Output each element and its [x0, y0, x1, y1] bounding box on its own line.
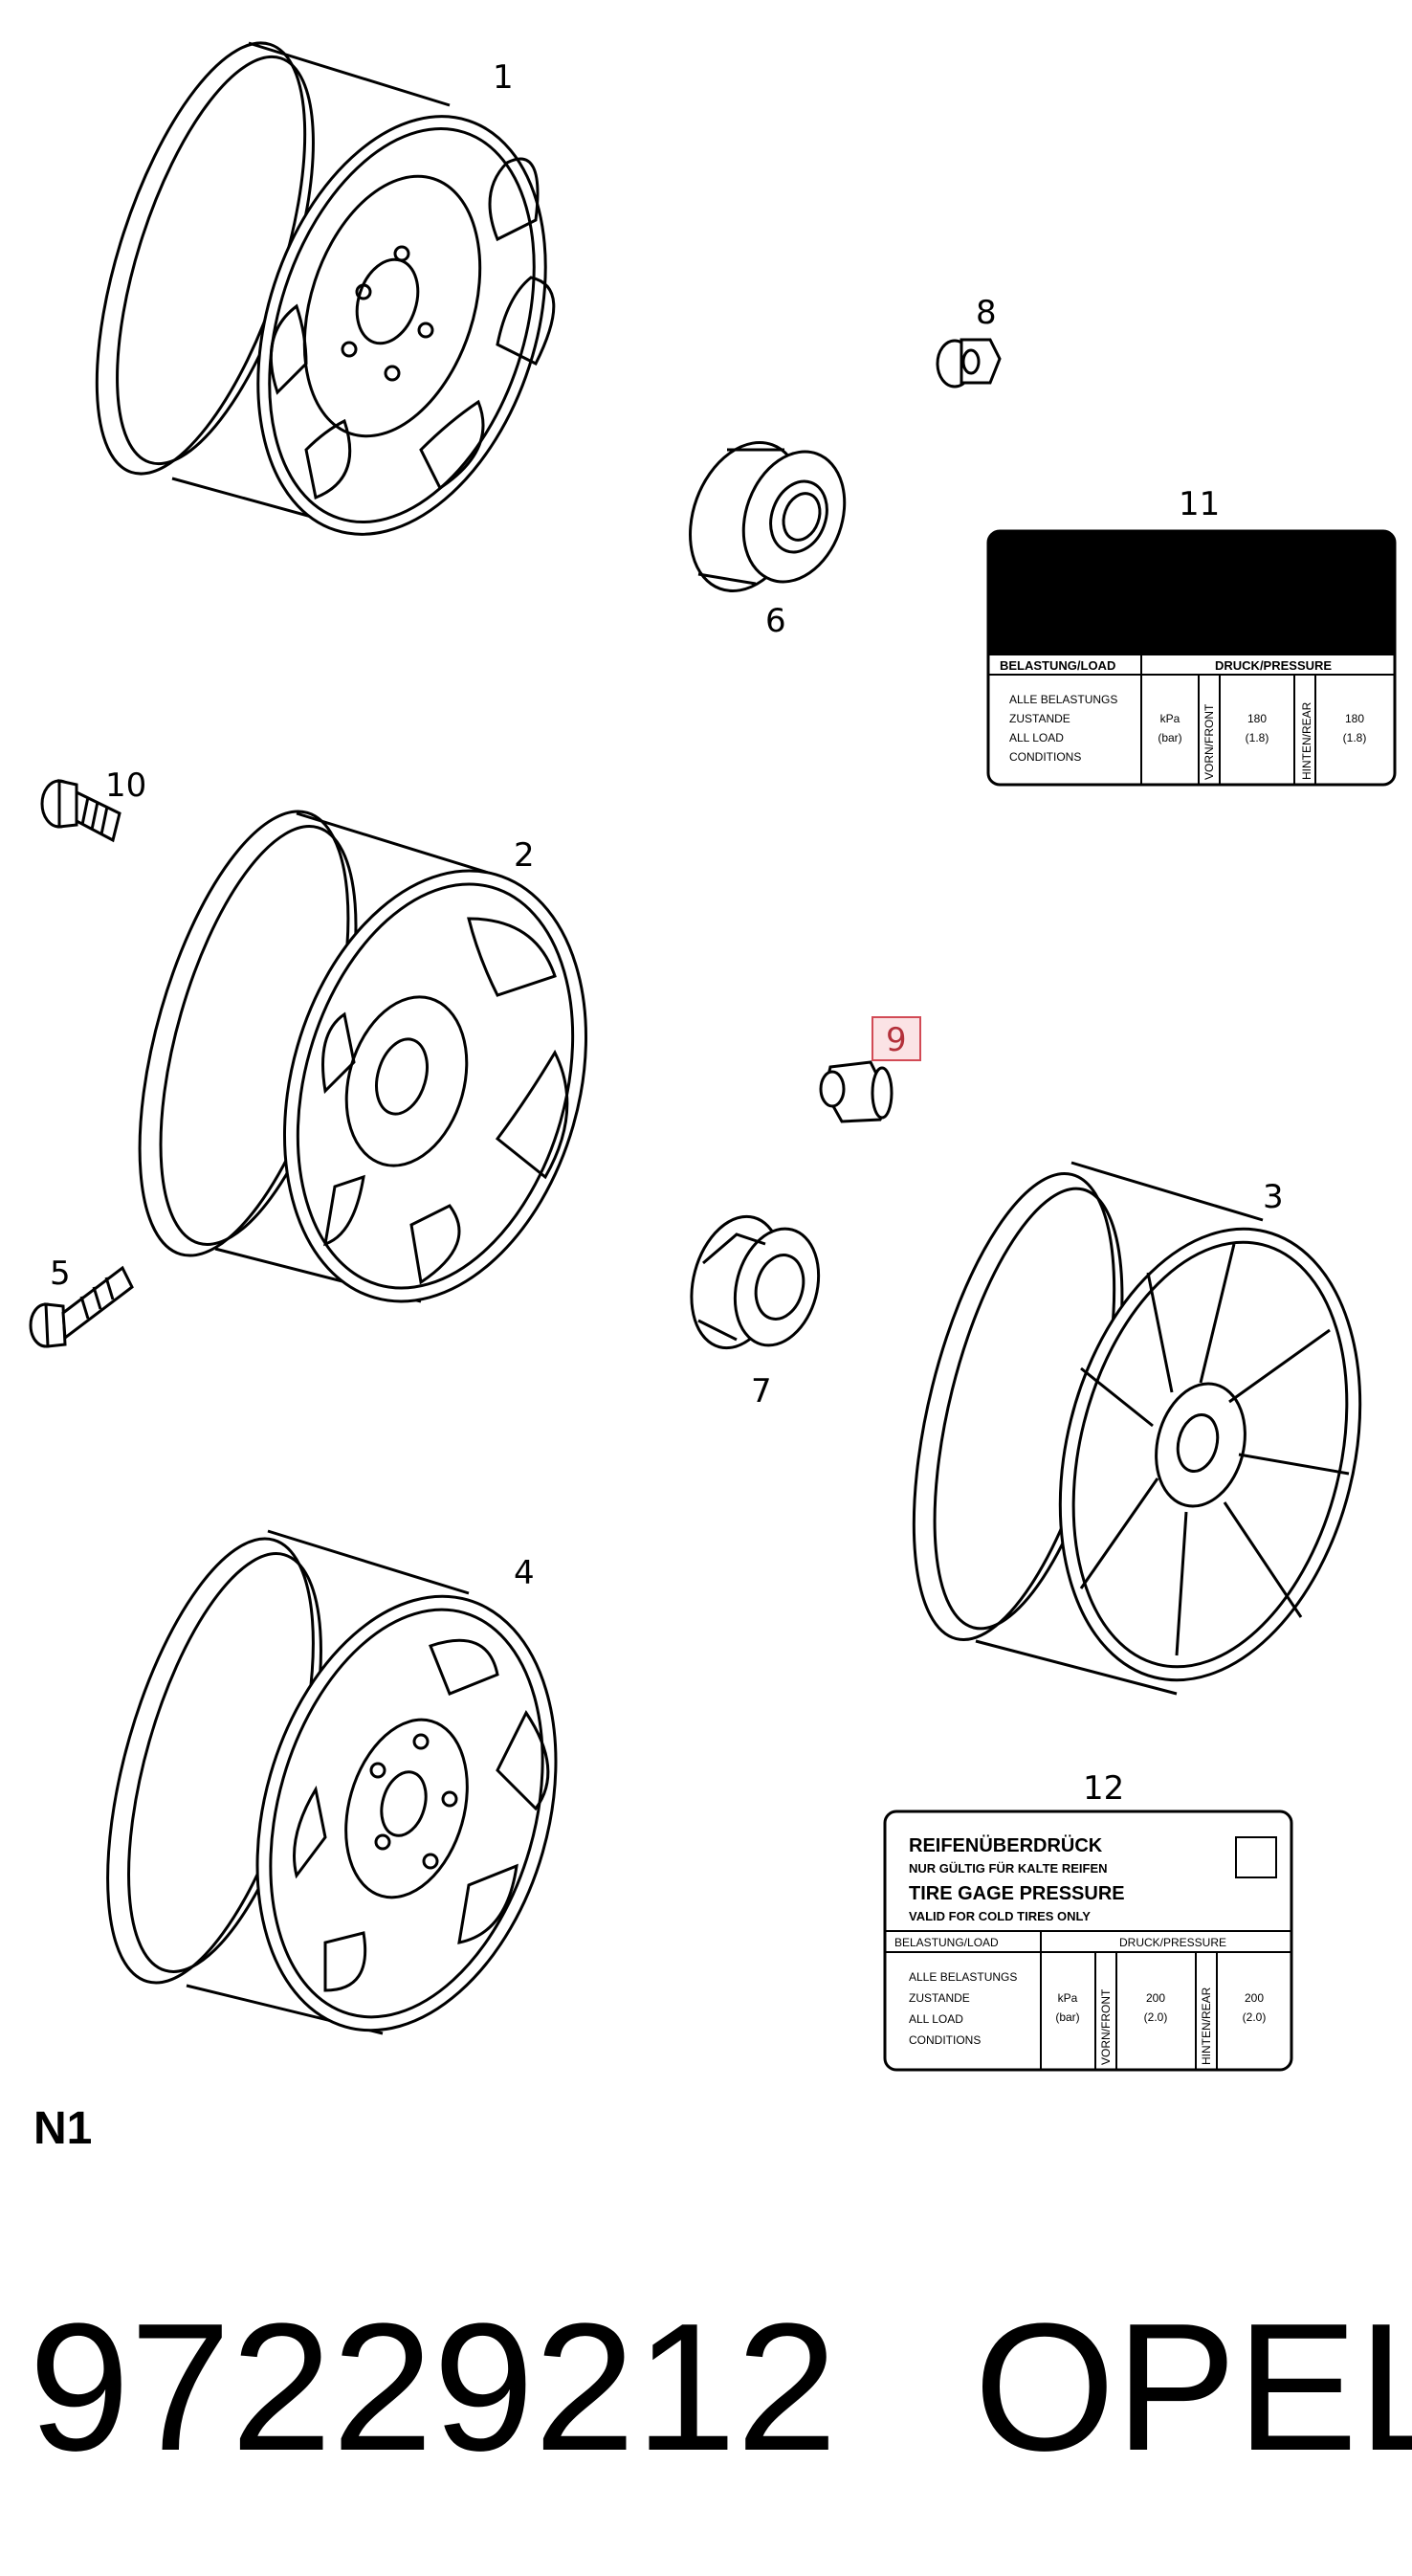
callout-9[interactable]: 9	[886, 1021, 907, 1059]
wheel-bolt-10	[40, 779, 121, 843]
label12-unit-bar: (bar)	[1055, 2010, 1079, 2024]
lock-nut-9	[819, 1060, 894, 1123]
label11-cond1: ALLE BELASTUNGS	[1009, 693, 1117, 706]
label12-unit-kpa: kPa	[1058, 1991, 1078, 2005]
hub-cap-7	[690, 1214, 821, 1350]
label12-cond2: ZUSTANDE	[909, 1991, 970, 2005]
label11-front: VORN/FRONT	[1202, 703, 1216, 780]
tire-pressure-label-12: REIFENÜBERDRÜCK NUR GÜLTIG FÜR KALTE REI…	[883, 1810, 1293, 2072]
callout-4[interactable]: 4	[514, 1554, 535, 1592]
label12-pressure-header: DRUCK/PRESSURE	[1119, 1936, 1226, 1949]
hub-cap-6	[689, 441, 847, 592]
callout-6[interactable]: 6	[765, 602, 786, 640]
label11-cond2: ZUSTANDE	[1009, 712, 1070, 725]
callout-2[interactable]: 2	[514, 836, 535, 875]
label12-rear: HINTEN/REAR	[1200, 1987, 1213, 2065]
label12-sub1: NUR GÜLTIG FÜR KALTE REIFEN	[909, 1861, 1108, 1876]
label11-unit-kpa: kPa	[1160, 712, 1180, 725]
label12-rear-bar: (2.0)	[1243, 2010, 1267, 2024]
tire-pressure-label-11: BELASTUNG/LOAD DRUCK/PRESSURE ALLE BELAS…	[986, 529, 1397, 787]
label12-cond1: ALLE BELASTUNGS	[909, 1970, 1017, 1984]
label12-rear-kpa: 200	[1245, 1991, 1264, 2005]
part-number: 97229212	[29, 2286, 837, 2489]
wheel-2	[138, 810, 588, 1303]
callout-7[interactable]: 7	[751, 1372, 772, 1410]
label12-load-header: BELASTUNG/LOAD	[894, 1936, 999, 1949]
label11-load-header: BELASTUNG/LOAD	[1000, 658, 1115, 673]
callout-5[interactable]: 5	[50, 1255, 71, 1293]
label11-cond3: ALL LOAD	[1009, 731, 1064, 744]
brand-name: OPEL	[974, 2286, 1412, 2489]
label12-cond3: ALL LOAD	[909, 2012, 963, 2026]
callout-1[interactable]: 1	[493, 58, 514, 97]
label11-rear-kpa: 180	[1345, 712, 1364, 725]
label11-cond4: CONDITIONS	[1009, 750, 1081, 764]
label12-front-kpa: 200	[1146, 1991, 1165, 2005]
wheel-bolt-5	[29, 1265, 134, 1348]
label12-sub2: VALID FOR COLD TIRES ONLY	[909, 1909, 1091, 1923]
label11-pressure-header: DRUCK/PRESSURE	[1215, 658, 1332, 673]
label11-front-bar: (1.8)	[1246, 731, 1269, 744]
wheel-1	[95, 41, 556, 536]
section-code: N1	[33, 2103, 92, 2154]
label12-front-bar: (2.0)	[1144, 2010, 1168, 2024]
callout-3[interactable]: 3	[1263, 1178, 1284, 1216]
label12-cond4: CONDITIONS	[909, 2033, 981, 2047]
label11-front-kpa: 180	[1247, 712, 1267, 725]
callout-9-highlight[interactable]: 9	[871, 1016, 921, 1061]
wheel-nut-8	[936, 338, 1002, 389]
wheel-3	[912, 1161, 1362, 1696]
label11-unit-bar: (bar)	[1158, 731, 1181, 744]
label11-rear: HINTEN/REAR	[1300, 701, 1313, 780]
callout-11[interactable]: 11	[1179, 485, 1220, 523]
label12-title1: REIFENÜBERDRÜCK	[909, 1834, 1103, 1856]
label12-title2: TIRE GAGE PRESSURE	[909, 1883, 1125, 1904]
wheel-4	[106, 1529, 558, 2035]
callout-10[interactable]: 10	[105, 766, 146, 805]
label11-rear-bar: (1.8)	[1343, 731, 1367, 744]
callout-8[interactable]: 8	[976, 294, 997, 332]
label12-front: VORN/FRONT	[1099, 1988, 1113, 2065]
callout-12[interactable]: 12	[1083, 1769, 1124, 1808]
